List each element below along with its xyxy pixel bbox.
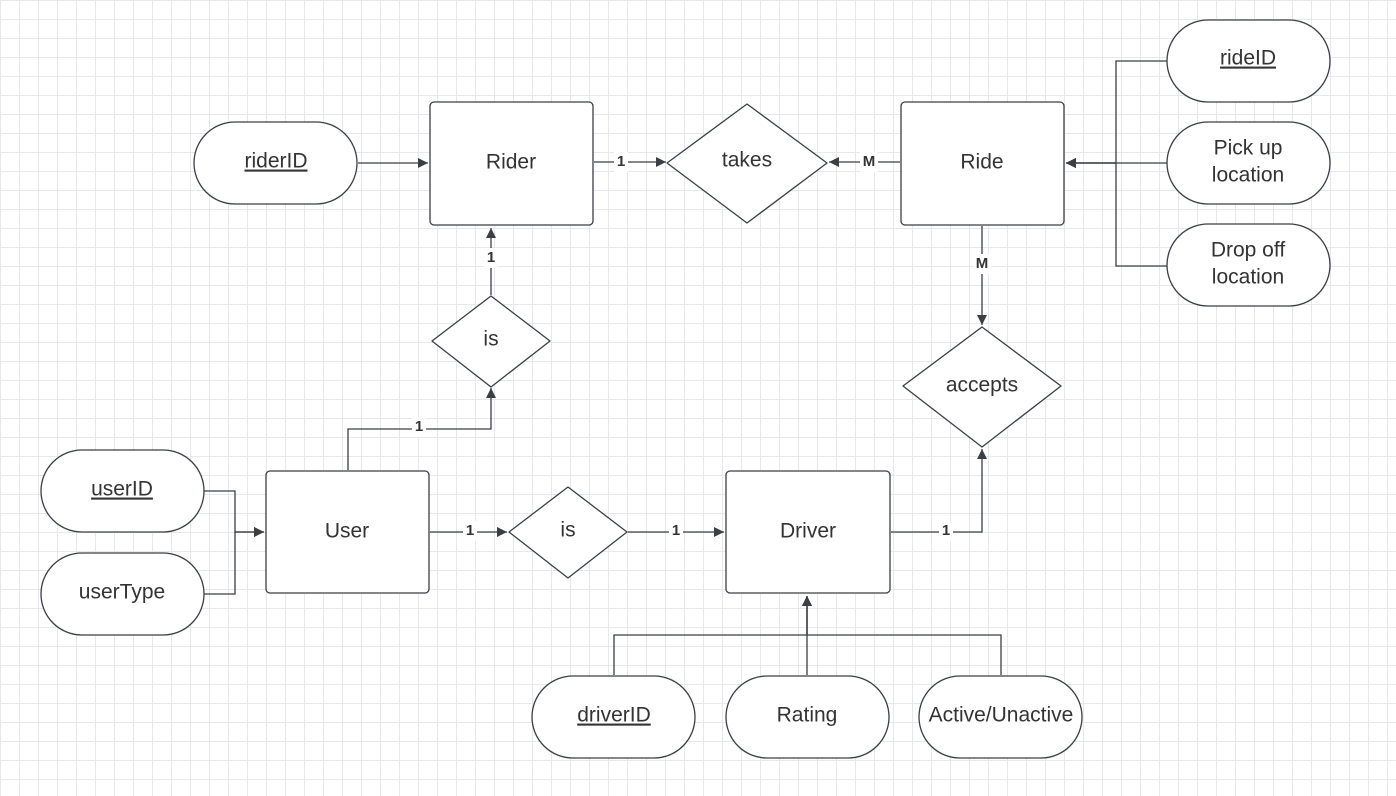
attribute-ride-id-label: rideID [1220,47,1276,70]
cardinality-is-rider-top: 1 [487,249,495,266]
attribute-dropoff-location-shape[interactable] [1166,223,1331,307]
attribute-user-type-shape[interactable] [40,552,205,636]
cardinality-ride-accepts: M [976,255,989,272]
attribute-driver-id[interactable]: driverID [531,675,696,759]
attribute-ride-id-shape[interactable] [1166,19,1331,103]
attribute-active-status-label: Active/Unactive [929,704,1074,727]
connector-usertype-user [204,527,264,595]
entity-driver-box[interactable] [725,470,891,594]
relationship-takes[interactable]: takes [666,103,828,224]
cardinality-is-driver-bg [669,521,683,541]
attribute-pickup-line1: Pick up [1214,137,1283,160]
relationship-is-driver-label: is [560,519,575,542]
cardinality-ride-takes-bg [860,152,878,172]
attribute-pickup-location[interactable]: Pick up location [1166,121,1331,205]
entity-user-box[interactable] [265,470,430,594]
attribute-user-id[interactable]: userID [40,449,205,533]
entity-ride-label: Ride [960,151,1003,174]
entity-rider-label: Rider [486,151,536,174]
connector-dropoff-ride [1066,158,1167,267]
relationship-is-rider[interactable]: is [431,295,551,388]
attribute-rider-id-shape[interactable] [193,121,358,205]
connector-rideid-ride [1066,60,1167,168]
connectors [204,60,1167,675]
attribute-rider-id-label: riderID [244,150,307,173]
attribute-dropoff-line1: Drop off [1211,239,1285,262]
attribute-dropoff-location[interactable]: Drop off location [1166,223,1331,307]
cardinality-rider-takes-bg [614,152,628,172]
relationship-is-driver[interactable]: is [508,486,628,579]
relationship-accepts-diamond[interactable] [902,326,1062,448]
cardinality-user-is-driver-bg [463,521,477,541]
cardinality-user-is-rider-bg [412,417,426,437]
cardinality-ride-accepts-bg [973,254,991,274]
cardinality-user-is-rider: 1 [415,418,423,435]
relationship-is-rider-label: is [483,328,498,351]
cardinality-labels: 1 M 1 1 1 1 M 1 [412,152,991,541]
relationship-is-rider-diamond[interactable] [431,295,551,388]
attribute-active-status-shape[interactable] [918,675,1083,759]
entity-driver-label: Driver [780,520,836,543]
attribute-rating-shape[interactable] [725,675,890,759]
relationship-takes-label: takes [722,149,772,172]
relationship-takes-diamond[interactable] [666,103,828,224]
attribute-rating-label: Rating [777,704,838,727]
attribute-user-id-shape[interactable] [40,449,205,533]
entity-rider[interactable]: Rider [429,101,594,226]
attribute-pickup-location-shape[interactable] [1166,121,1331,205]
entity-ride-box[interactable] [900,101,1065,226]
connector-driverid-driver [613,596,812,675]
cardinality-is-rider-top-bg [484,248,498,268]
attribute-user-type[interactable]: userType [40,552,205,636]
cardinality-ride-takes: M [863,153,876,170]
entity-ride[interactable]: Ride [900,101,1065,226]
cardinality-driver-accepts: 1 [942,522,950,539]
attribute-rider-id[interactable]: riderID [193,121,358,205]
entity-user[interactable]: User [265,470,430,594]
attribute-pickup-line2: location [1212,164,1284,187]
attribute-rating[interactable]: Rating [725,675,890,759]
connector-active-driver [802,596,1002,675]
entity-rider-box[interactable] [429,101,594,226]
cardinality-is-driver: 1 [672,522,680,539]
cardinality-driver-accepts-bg [939,521,953,541]
cardinality-user-is-driver: 1 [466,522,474,539]
relationship-accepts[interactable]: accepts [902,326,1062,448]
attribute-user-id-label: userID [91,478,153,501]
cardinality-rider-takes: 1 [617,153,625,170]
attribute-dropoff-line2: location [1212,266,1284,289]
attribute-ride-id[interactable]: rideID [1166,19,1331,103]
connector-userid-user [204,490,264,537]
entity-user-label: User [325,520,369,543]
entity-driver[interactable]: Driver [725,470,891,594]
relationship-is-driver-diamond[interactable] [508,486,628,579]
attribute-driver-id-label: driverID [577,704,651,727]
attribute-driver-id-shape[interactable] [531,675,696,759]
attribute-user-type-label: userType [79,581,165,604]
attribute-active-status[interactable]: Active/Unactive [918,675,1083,759]
relationship-accepts-label: accepts [946,374,1018,397]
connector-driver-accepts [891,449,987,533]
